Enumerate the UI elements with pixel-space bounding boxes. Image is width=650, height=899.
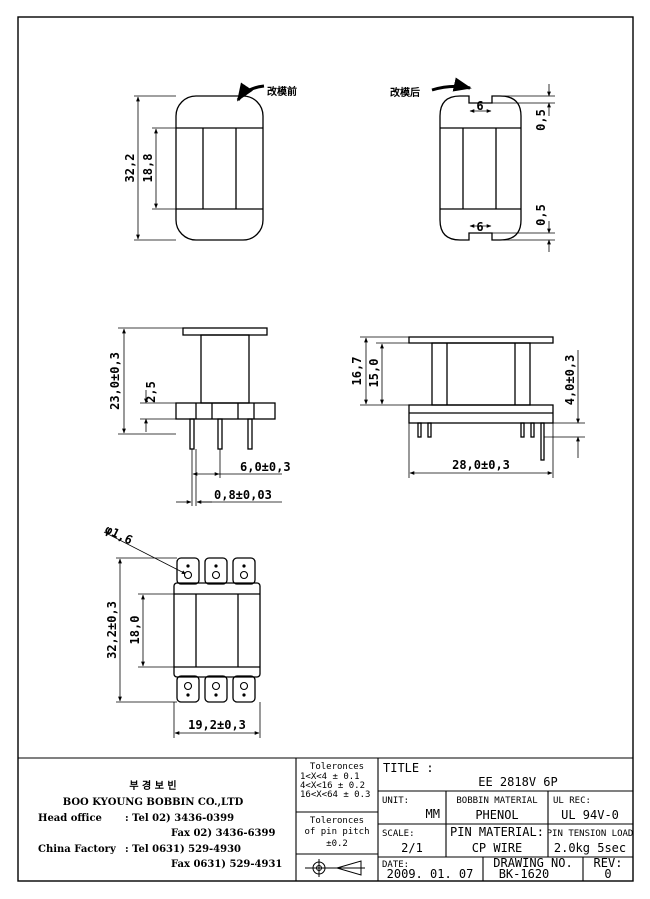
pin-tension-value: 2.0kg 5sec — [554, 841, 626, 855]
projection-symbol-icon — [305, 859, 365, 877]
scale-value: 2/1 — [401, 841, 423, 855]
top-right-view — [431, 77, 555, 252]
tol-heading: Toleronces — [310, 762, 364, 772]
head-office-label: Head office — [38, 813, 102, 824]
b-inner: 18,0 — [128, 616, 142, 645]
company-name-english: BOO KYOUNG BOBBIN CO.,LTD — [63, 797, 244, 808]
ul-label: UL REC: — [553, 796, 591, 806]
pin-material-label: PIN MATERIAL: — [450, 825, 544, 839]
ul-value: UL 94V-0 — [561, 808, 619, 822]
tr-gap-top: 0,5 — [534, 109, 548, 131]
bobbin-material-label: BOBBIN MATERIAL — [456, 796, 537, 806]
mid-right-view — [360, 336, 585, 478]
mr-pin-len: 4,0±0,3 — [563, 355, 577, 406]
head-office-fax: Fax 02) 3436-6399 — [171, 828, 275, 839]
b-hole: φ1,6 — [103, 522, 135, 547]
unit-label: UNIT: — [382, 796, 409, 806]
drawing-no-value: BK-1620 — [499, 867, 550, 881]
company-name-korean: 부 경 보 빈 — [129, 779, 176, 792]
b-width: 19,2±0,3 — [188, 718, 246, 732]
rev-label: REV: — [594, 856, 623, 870]
head-office-tel: : Tel 02) 3436-0399 — [125, 813, 234, 824]
mid-left-view — [118, 327, 282, 506]
ml-pin-pitch: 6,0±0,3 — [240, 460, 291, 474]
tl-note: 改模前 — [267, 85, 297, 98]
ml-pin-dia: 0,8±0,03 — [214, 488, 272, 502]
drawing-title: EE 2818V 6P — [478, 775, 557, 789]
date-label: DATE: — [382, 860, 409, 870]
pin-tension-label: PIN TENSION LOAD — [547, 829, 634, 839]
tol-row-1: 1<X<4 ± 0.1 — [300, 772, 360, 782]
drawing-no-label: DRAWING NO. — [493, 856, 572, 870]
ml-flange: 2,5 — [144, 381, 158, 403]
rev-value: 0 — [604, 867, 611, 881]
pin-material-value: CP WIRE — [472, 841, 523, 855]
china-factory-label: China Factory — [38, 844, 117, 855]
bottom-pin-dots — [186, 564, 246, 697]
tol-pitch-value: ±0.2 — [326, 839, 348, 849]
mr-winding: 15,0 — [367, 359, 381, 388]
scale-label: SCALE: — [382, 829, 415, 839]
tol-pitch-line: of pin pitch — [304, 827, 369, 837]
tr-gap-bottom: 0,5 — [534, 204, 548, 226]
tol-row-3: 16<X<64 ± 0.3 — [300, 790, 370, 800]
tr-note: 改模后 — [390, 86, 420, 99]
mr-width: 28,0±0,3 — [452, 458, 510, 472]
tl-dim-inner: 18,8 — [141, 154, 155, 183]
china-factory-fax: Fax 0631) 529-4931 — [171, 859, 282, 870]
bottom-pin-holes — [183, 570, 249, 691]
tr-slot-bottom: 6 — [476, 220, 483, 234]
sheet-border — [17, 16, 634, 882]
date-value: 2009. 01. 07 — [387, 867, 474, 881]
b-height: 32,2±0,3 — [105, 601, 119, 659]
tr-slot-top: 6 — [476, 99, 483, 113]
top-left-view — [134, 82, 265, 241]
tol-pitch-heading: Toleronces — [310, 816, 364, 826]
china-factory-tel: : Tel 0631) 529-4930 — [125, 844, 241, 855]
bobbin-material-value: PHENOL — [475, 808, 518, 822]
bottom-view — [103, 531, 261, 738]
unit-value: MM — [426, 807, 440, 821]
title-block-grid — [18, 757, 633, 881]
title-label: TITLE : — [383, 761, 434, 775]
tl-dim-overall: 32,2 — [123, 154, 137, 183]
mr-height: 16,7 — [350, 357, 364, 386]
tol-row-2: 4<X<16 ± 0.2 — [300, 781, 365, 791]
ml-height: 23,0±0,3 — [108, 352, 122, 410]
